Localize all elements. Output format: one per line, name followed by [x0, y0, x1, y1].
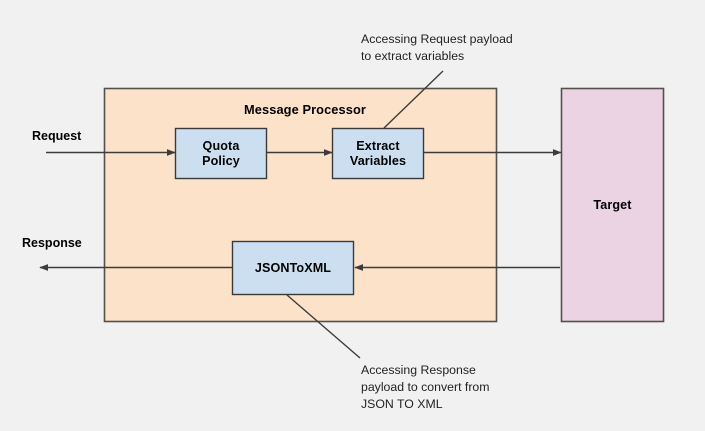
request-label: Request — [32, 129, 82, 143]
extract-variables-label: Extract Variables — [349, 138, 407, 168]
message-processor-title: Message Processor — [244, 102, 366, 118]
response-annotation-text: Accessing Response payload to convert fr… — [361, 363, 490, 411]
leader-line-request-annotation — [383, 70, 444, 129]
target-box[interactable] — [560, 87, 665, 323]
leader-line-response-annotation — [286, 294, 361, 359]
response-label: Response — [22, 236, 82, 250]
quota-policy-label: Quota Policy — [202, 138, 240, 168]
request-annotation-text: Accessing Request payload to extract var… — [361, 32, 513, 63]
target-label: Target — [593, 197, 632, 212]
jsontoxml-label: JSONToXML — [254, 260, 332, 275]
jsontoxml-box[interactable] — [231, 240, 355, 296]
extract-variables-box[interactable] — [331, 127, 425, 180]
quota-policy-box[interactable] — [174, 127, 268, 180]
